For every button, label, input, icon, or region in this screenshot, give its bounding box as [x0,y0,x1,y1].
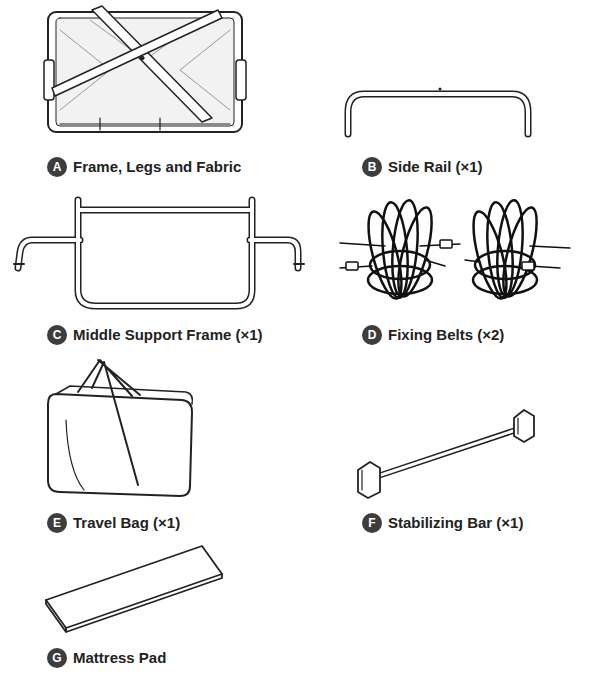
callout-letter: G [52,652,61,664]
callout-circle: A [47,157,67,177]
callout-circle: B [362,157,382,177]
callout-circle: E [47,513,67,533]
mattress-pad-illustration [46,546,222,632]
fixing-belts-illustration [340,199,570,301]
part-name: Travel Bag (×1) [73,515,180,532]
side-rail-illustration [348,88,528,135]
callout-circle: F [362,513,382,533]
stabilizing-bar-illustration [358,410,534,498]
part-name: Fixing Belts (×2) [388,327,504,344]
callout-letter: E [53,517,61,529]
callout-circle: D [362,325,382,345]
part-name: Frame, Legs and Fabric [73,159,241,176]
callout-letter: A [53,161,62,173]
callout-letter: F [368,517,375,529]
part-name: Mattress Pad [73,650,166,667]
callout-letter: D [368,329,377,341]
part-name: Stabilizing Bar (×1) [388,515,523,532]
callout-letter: B [368,161,377,173]
callout-circle: G [47,648,67,668]
part-name: Side Rail (×1) [388,159,483,176]
middle-support-frame-illustration [14,200,304,306]
frame-illustration [44,6,246,132]
callout-circle: C [47,325,67,345]
part-name: Middle Support Frame (×1) [73,327,263,344]
travel-bag-illustration [48,360,192,496]
callout-letter: C [53,329,62,341]
